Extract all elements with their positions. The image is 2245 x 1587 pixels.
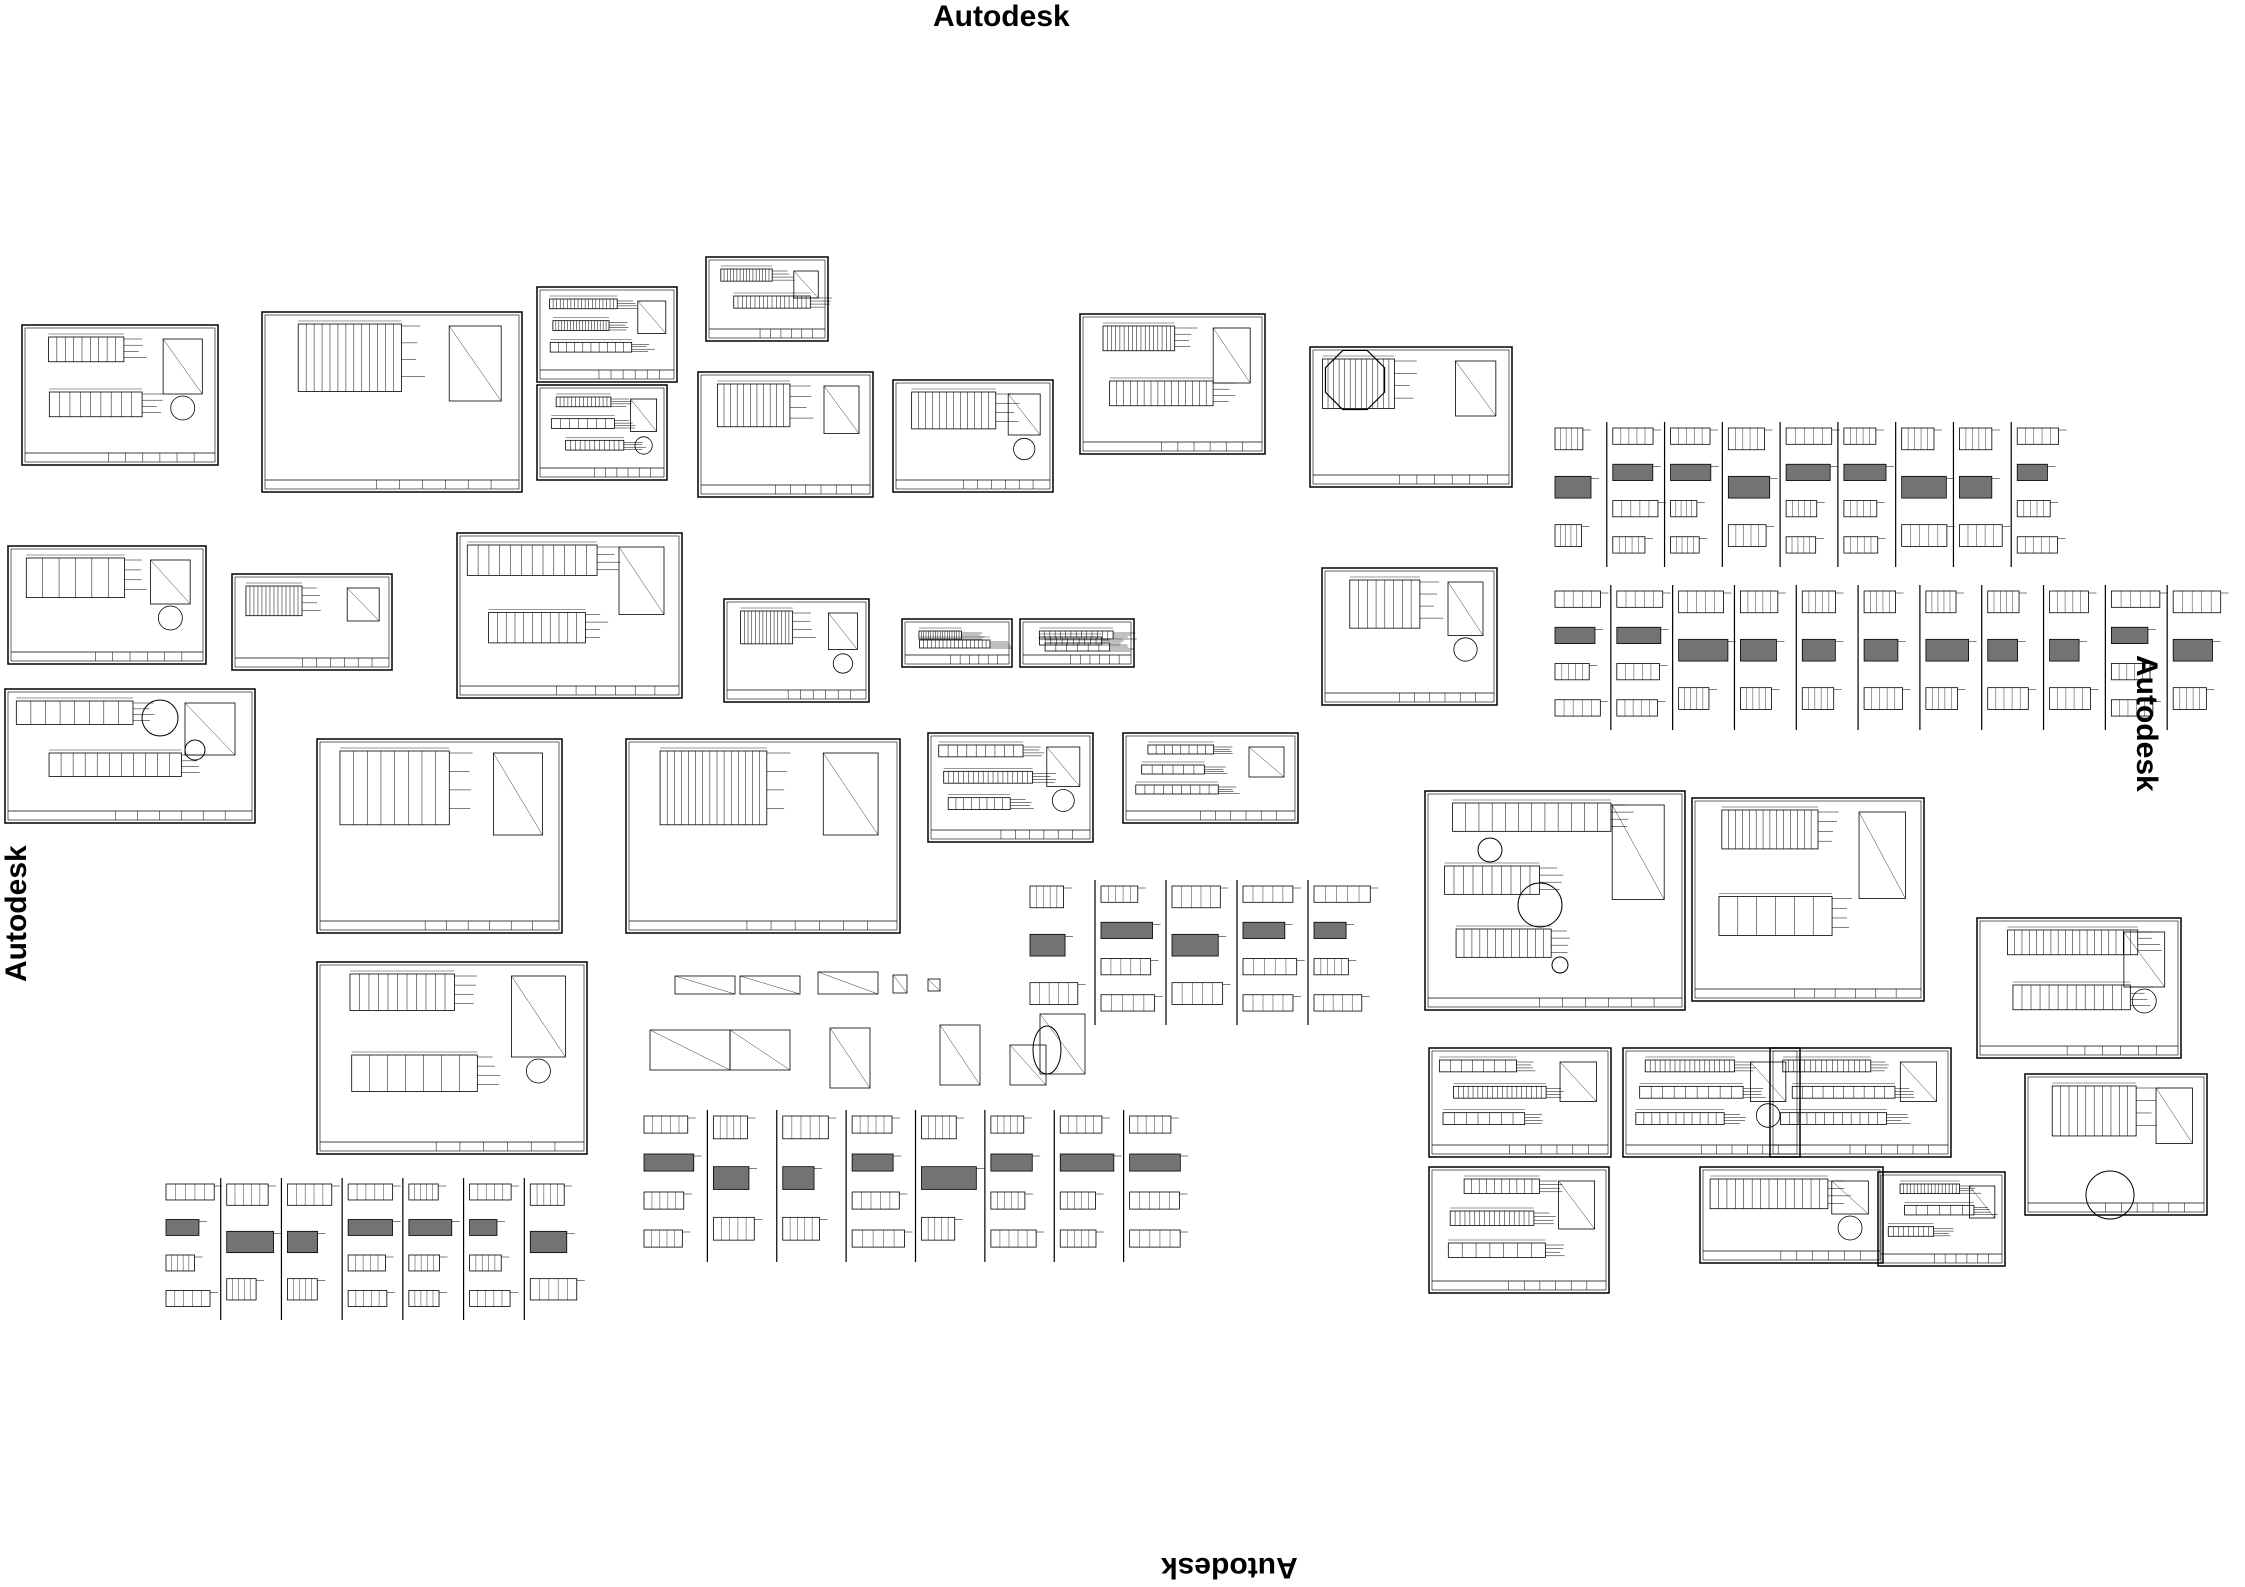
- ornament-ellipse: [1032, 1025, 1062, 1075]
- loose-detail: [674, 975, 736, 995]
- drawing-sheet: [1691, 797, 1925, 1002]
- drawing-sheet: [231, 573, 393, 671]
- loose-detail: [739, 975, 801, 995]
- loose-detail: [1009, 1044, 1047, 1086]
- detail-strip: [1029, 880, 1379, 1025]
- drawing-sheet: [1321, 567, 1498, 706]
- drawing-sheet: [625, 738, 901, 934]
- drawing-sheet: [1699, 1166, 1884, 1264]
- detail-callout: [2085, 1170, 2135, 1220]
- drawing-sheet: [4, 688, 256, 824]
- drawing-sheet: [1079, 313, 1266, 455]
- detail-callout: [184, 739, 206, 761]
- loose-detail: [927, 978, 941, 992]
- detail-callout: [1551, 956, 1569, 974]
- drawing-sheet: [705, 256, 832, 342]
- drawing-sheet: [1622, 1047, 1801, 1158]
- drawing-sheet: [2024, 1073, 2208, 1216]
- drawing-sheet: [21, 324, 219, 466]
- drawing-sheet: [892, 379, 1054, 493]
- detail-callout: [1517, 882, 1563, 928]
- drawing-sheet: [1769, 1047, 1952, 1158]
- drawing-sheet: [536, 384, 668, 481]
- drawing-sheet: [723, 598, 870, 703]
- detail-strip: [1554, 585, 2229, 730]
- drawing-sheet: [1428, 1047, 1612, 1158]
- drawing-sheet: [1122, 732, 1299, 824]
- drawing-sheet: [1877, 1171, 2006, 1267]
- drawing-sheet: [1976, 917, 2182, 1059]
- loose-detail: [829, 1027, 871, 1089]
- detail-strip: [165, 1178, 585, 1320]
- drawing-sheet: [536, 286, 678, 383]
- drawing-sheet: [697, 371, 874, 498]
- loose-detail: [817, 971, 879, 995]
- drawing-sheet: [456, 532, 683, 699]
- detail-strip: [643, 1110, 1189, 1262]
- octagon-plan: [1324, 349, 1386, 411]
- drawing-sheet: [7, 545, 207, 665]
- drawing-sheet: [316, 738, 563, 934]
- loose-detail: [892, 974, 908, 994]
- loose-detail: [729, 1029, 791, 1071]
- drawing-sheet: [1428, 1166, 1610, 1294]
- watermark-top: Autodesk: [933, 0, 1070, 33]
- loose-detail: [939, 1024, 981, 1086]
- drawing-sheet: [927, 732, 1094, 843]
- drawing-sheet: [261, 311, 523, 493]
- drawing-sheet: [1424, 790, 1686, 1011]
- detail-strip: [1554, 422, 2067, 567]
- detail-callout: [141, 699, 179, 737]
- drawing-sheet: [901, 618, 1013, 668]
- drawing-sheet: [1019, 618, 1137, 668]
- drawing-sheet: [316, 961, 588, 1155]
- drawing-sheet: [1309, 346, 1513, 488]
- detail-callout: [1477, 837, 1503, 863]
- loose-detail: [1039, 1013, 1086, 1075]
- loose-detail: [649, 1029, 731, 1071]
